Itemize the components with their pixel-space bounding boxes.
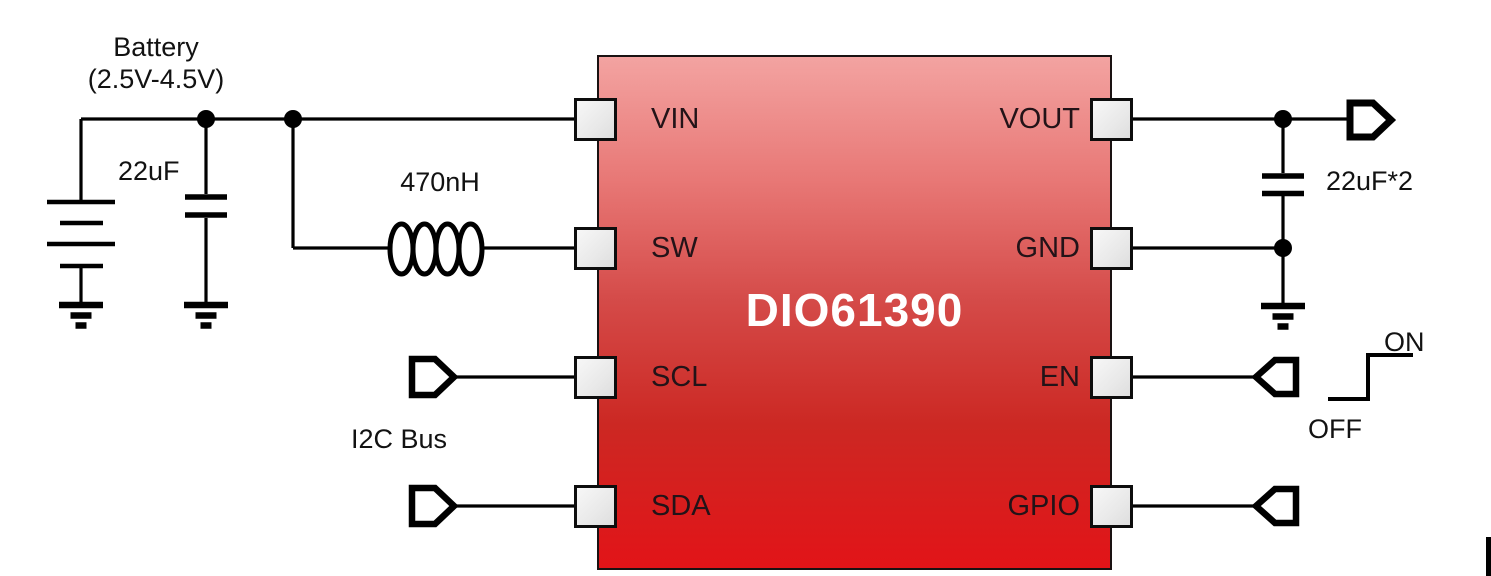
enable-off-label: OFF [1308, 414, 1362, 444]
inductor-label: 470nH [400, 167, 480, 197]
battery-name-text: Battery [113, 32, 199, 62]
battery-symbol [47, 199, 115, 269]
pin-label-vin: VIN [651, 103, 700, 135]
enable-step-waveform [1328, 353, 1413, 401]
pin-label-gpio: GPIO [1007, 490, 1080, 522]
pin-label-vout: VOUT [999, 103, 1080, 135]
pin-label-en: EN [1039, 361, 1080, 393]
pin-label-scl: SCL [651, 361, 708, 393]
pin-label-sw: SW [651, 232, 698, 264]
pin-box-vout [1090, 97, 1133, 141]
output-capacitor-label: 22uF*2 [1326, 166, 1414, 196]
junction-dots [197, 110, 1292, 257]
output-capacitor-symbol [1262, 173, 1304, 197]
gpio-input-tag-icon [1251, 485, 1300, 527]
pin-box-sw [574, 226, 617, 270]
chip-body [597, 55, 1112, 570]
input-capacitor-ground-icon [184, 301, 228, 329]
vout-output-tag-icon [1346, 99, 1397, 141]
page-edge-artifact [1486, 537, 1491, 576]
battery-range-text: (2.5V-4.5V) [87, 64, 225, 94]
i2c-bus-label: I2C Bus [351, 424, 448, 454]
pin-box-gpio [1090, 484, 1133, 528]
battery-label: Battery (2.5V-4.5V) [83, 31, 229, 95]
pin-box-gnd [1090, 226, 1133, 270]
pin-box-scl [574, 355, 617, 399]
pin-label-sda: SDA [651, 490, 711, 522]
en-input-tag-icon [1251, 356, 1300, 398]
chip-name: DIO61390 [745, 284, 964, 336]
inductor-symbol [387, 221, 485, 277]
enable-on-label: ON [1384, 327, 1425, 357]
battery-ground-icon [59, 301, 103, 329]
pin-label-gnd: GND [1015, 232, 1080, 264]
pin-box-en [1090, 355, 1133, 399]
pin-box-vin [574, 97, 617, 141]
pin-box-sda [574, 484, 617, 528]
sda-input-tag-icon [408, 484, 459, 528]
input-capacitor-label: 22uF [118, 156, 180, 186]
output-ground-icon [1261, 302, 1305, 330]
scl-input-tag-icon [408, 355, 459, 399]
input-capacitor-symbol [185, 194, 227, 218]
